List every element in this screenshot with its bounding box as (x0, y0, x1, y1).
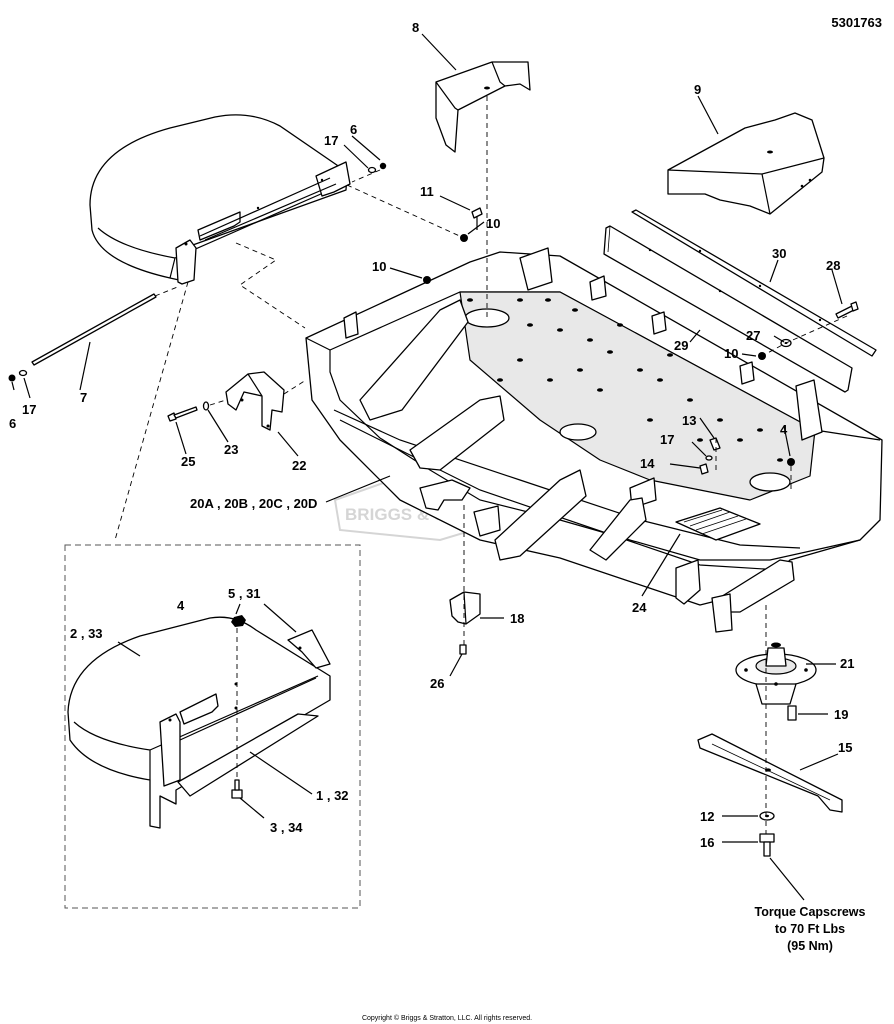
callout-28: 28 (826, 258, 840, 273)
callout-23: 23 (224, 442, 238, 457)
part-26-bolt (459, 644, 467, 655)
part-18-bracket (449, 591, 481, 625)
callout-16: 16 (700, 835, 714, 850)
callout-14: 14 (640, 456, 655, 471)
alignment-lines (114, 96, 848, 834)
callout-9: 9 (694, 82, 701, 97)
part-19-bolt (787, 705, 797, 721)
callout-8: 8 (412, 20, 419, 35)
part-25-bolt (167, 406, 198, 422)
discharge-chute-inset (67, 616, 331, 829)
callout-25: 25 (181, 454, 195, 469)
callout-12: 12 (700, 809, 714, 824)
callout-22: 22 (292, 458, 306, 473)
callout-11: 11 (420, 184, 434, 199)
part-12-washer (759, 811, 775, 821)
callout-18: 18 (510, 611, 524, 626)
part-6-nut-lower (8, 374, 16, 382)
part-8-belt-shield (435, 61, 531, 153)
torque-note-line2: to 70 Ft Lbs (775, 922, 845, 936)
callout-6-left: 6 (9, 416, 16, 431)
inset-box (64, 544, 361, 909)
deck-holes (452, 298, 783, 462)
torque-note: Torque Capscrews to 70 Ft Lbs (95 Nm) (755, 905, 866, 953)
part-21-spindle (735, 642, 817, 705)
part-6-nut-upper (379, 162, 387, 170)
part-10-nut-upper-b (423, 276, 431, 284)
torque-note-line3: (95 Nm) (787, 939, 833, 953)
callout-24: 24 (632, 600, 647, 615)
part-29-baffle-plate (603, 225, 853, 393)
copyright-footer: Copyright © Briggs & Stratton, LLC. All … (362, 1014, 532, 1022)
callout-10-b: 10 (372, 259, 386, 274)
part-3-bolt-inset (231, 779, 243, 799)
callout-19: 19 (834, 707, 848, 722)
callout-1-32: 1 , 32 (316, 788, 349, 803)
callout-10-a: 10 (486, 216, 500, 231)
callout-labels: 8 9 17 6 11 10 10 30 28 27 29 10 7 6 17 … (9, 20, 854, 850)
callout-4-deck: 4 (780, 422, 788, 437)
callout-29: 29 (674, 338, 688, 353)
part-22-bracket (225, 371, 285, 431)
callout-7: 7 (80, 390, 87, 405)
discharge-chute-upper (89, 114, 351, 285)
callout-5-31: 5 , 31 (228, 586, 261, 601)
part-4-nut-deck (787, 458, 795, 466)
part-23-washer (202, 401, 210, 411)
part-7-rod (31, 293, 157, 366)
callout-2-33: 2 , 33 (70, 626, 103, 641)
callout-26: 26 (430, 676, 444, 691)
callout-17-left: 17 (22, 402, 36, 417)
leader-lines (11, 33, 843, 901)
torque-note-line1: Torque Capscrews (755, 905, 866, 919)
callout-3-34: 3 , 34 (270, 820, 303, 835)
callout-20: 20A , 20B , 20C , 20D (190, 496, 317, 511)
callout-13: 13 (682, 413, 696, 428)
part-9-deck-cover (667, 112, 825, 215)
callout-15: 15 (838, 740, 852, 755)
part-15-blade (697, 733, 843, 813)
mower-deck (305, 247, 883, 633)
part-16-capscrew (759, 833, 775, 857)
callout-4-inset: 4 (177, 598, 185, 613)
callout-17-top: 17 (324, 133, 338, 148)
document-id: 5301763 (831, 15, 882, 30)
part-4-nut-inset (231, 615, 246, 627)
part-17-washer-upper (367, 166, 377, 174)
callout-30: 30 (772, 246, 786, 261)
part-14-bolt (699, 463, 709, 475)
part-24-step-plate (675, 507, 761, 541)
part-13-clip (709, 437, 721, 451)
part-30-baffle-strip (631, 209, 877, 357)
callout-21: 21 (840, 656, 854, 671)
part-17-washer-deck (705, 455, 713, 461)
callout-27: 27 (746, 328, 760, 343)
part-28-bolt (835, 301, 859, 319)
callout-10-c: 10 (724, 346, 738, 361)
callout-6-top: 6 (350, 122, 357, 137)
callout-17-deck: 17 (660, 432, 674, 447)
part-17-washer-lower (18, 369, 28, 377)
